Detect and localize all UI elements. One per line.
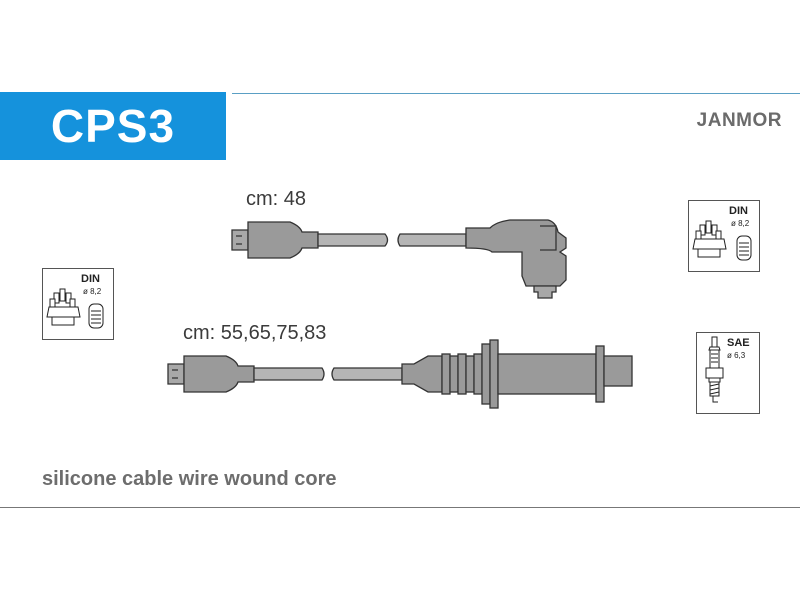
distributor-cap-icon: [46, 288, 81, 326]
sae-spec-box: SAE ø 6,3: [696, 332, 760, 414]
din-size-left: ø 8,2: [83, 287, 102, 296]
sae-title: SAE: [727, 337, 750, 349]
cable-1: [231, 219, 567, 299]
cable-2-left-boot: [183, 355, 255, 393]
product-code-box: CPS3: [0, 92, 226, 160]
cable-1-left-boot: [247, 221, 319, 259]
cable-2-boot-end: [603, 355, 633, 387]
product-description: silicone cable wire wound core: [42, 468, 337, 490]
din-size-right: ø 8,2: [731, 219, 750, 228]
sae-size: ø 6,3: [727, 351, 746, 360]
cable-2-boot-taper: [401, 355, 443, 393]
cable-1-wire-a: [317, 233, 389, 247]
din-spec-box-right: DIN ø 8,2: [688, 200, 760, 272]
cable-2-length: cm: 55,65,75,83: [183, 322, 327, 344]
cable-1-length: cm: 48: [246, 188, 307, 210]
din-title-left: DIN: [81, 273, 100, 285]
header-divider: [232, 93, 800, 94]
cable-1-terminal: [231, 229, 249, 251]
boot-end-icon: [736, 235, 752, 261]
product-code: CPS3: [50, 100, 176, 152]
cable-2-terminal: [167, 363, 185, 385]
din-spec-box-left: DIN ø 8,2: [42, 268, 114, 340]
footer-divider: [0, 507, 800, 508]
din-title-right: DIN: [729, 205, 748, 217]
cable-1-tip: [533, 285, 557, 299]
cable-1-angled-boot: [465, 219, 567, 287]
cable-2-wire-b: [331, 367, 403, 381]
cable-1-wire-b: [397, 233, 467, 247]
cable-2: [167, 339, 633, 409]
brand-name: JANMOR: [696, 110, 782, 131]
spark-plug-icon: [705, 336, 724, 403]
cable-2-wire-a: [253, 367, 325, 381]
cable-2-boot-body: [497, 353, 597, 395]
distributor-cap-icon: [692, 220, 727, 258]
boot-end-icon: [88, 303, 104, 329]
